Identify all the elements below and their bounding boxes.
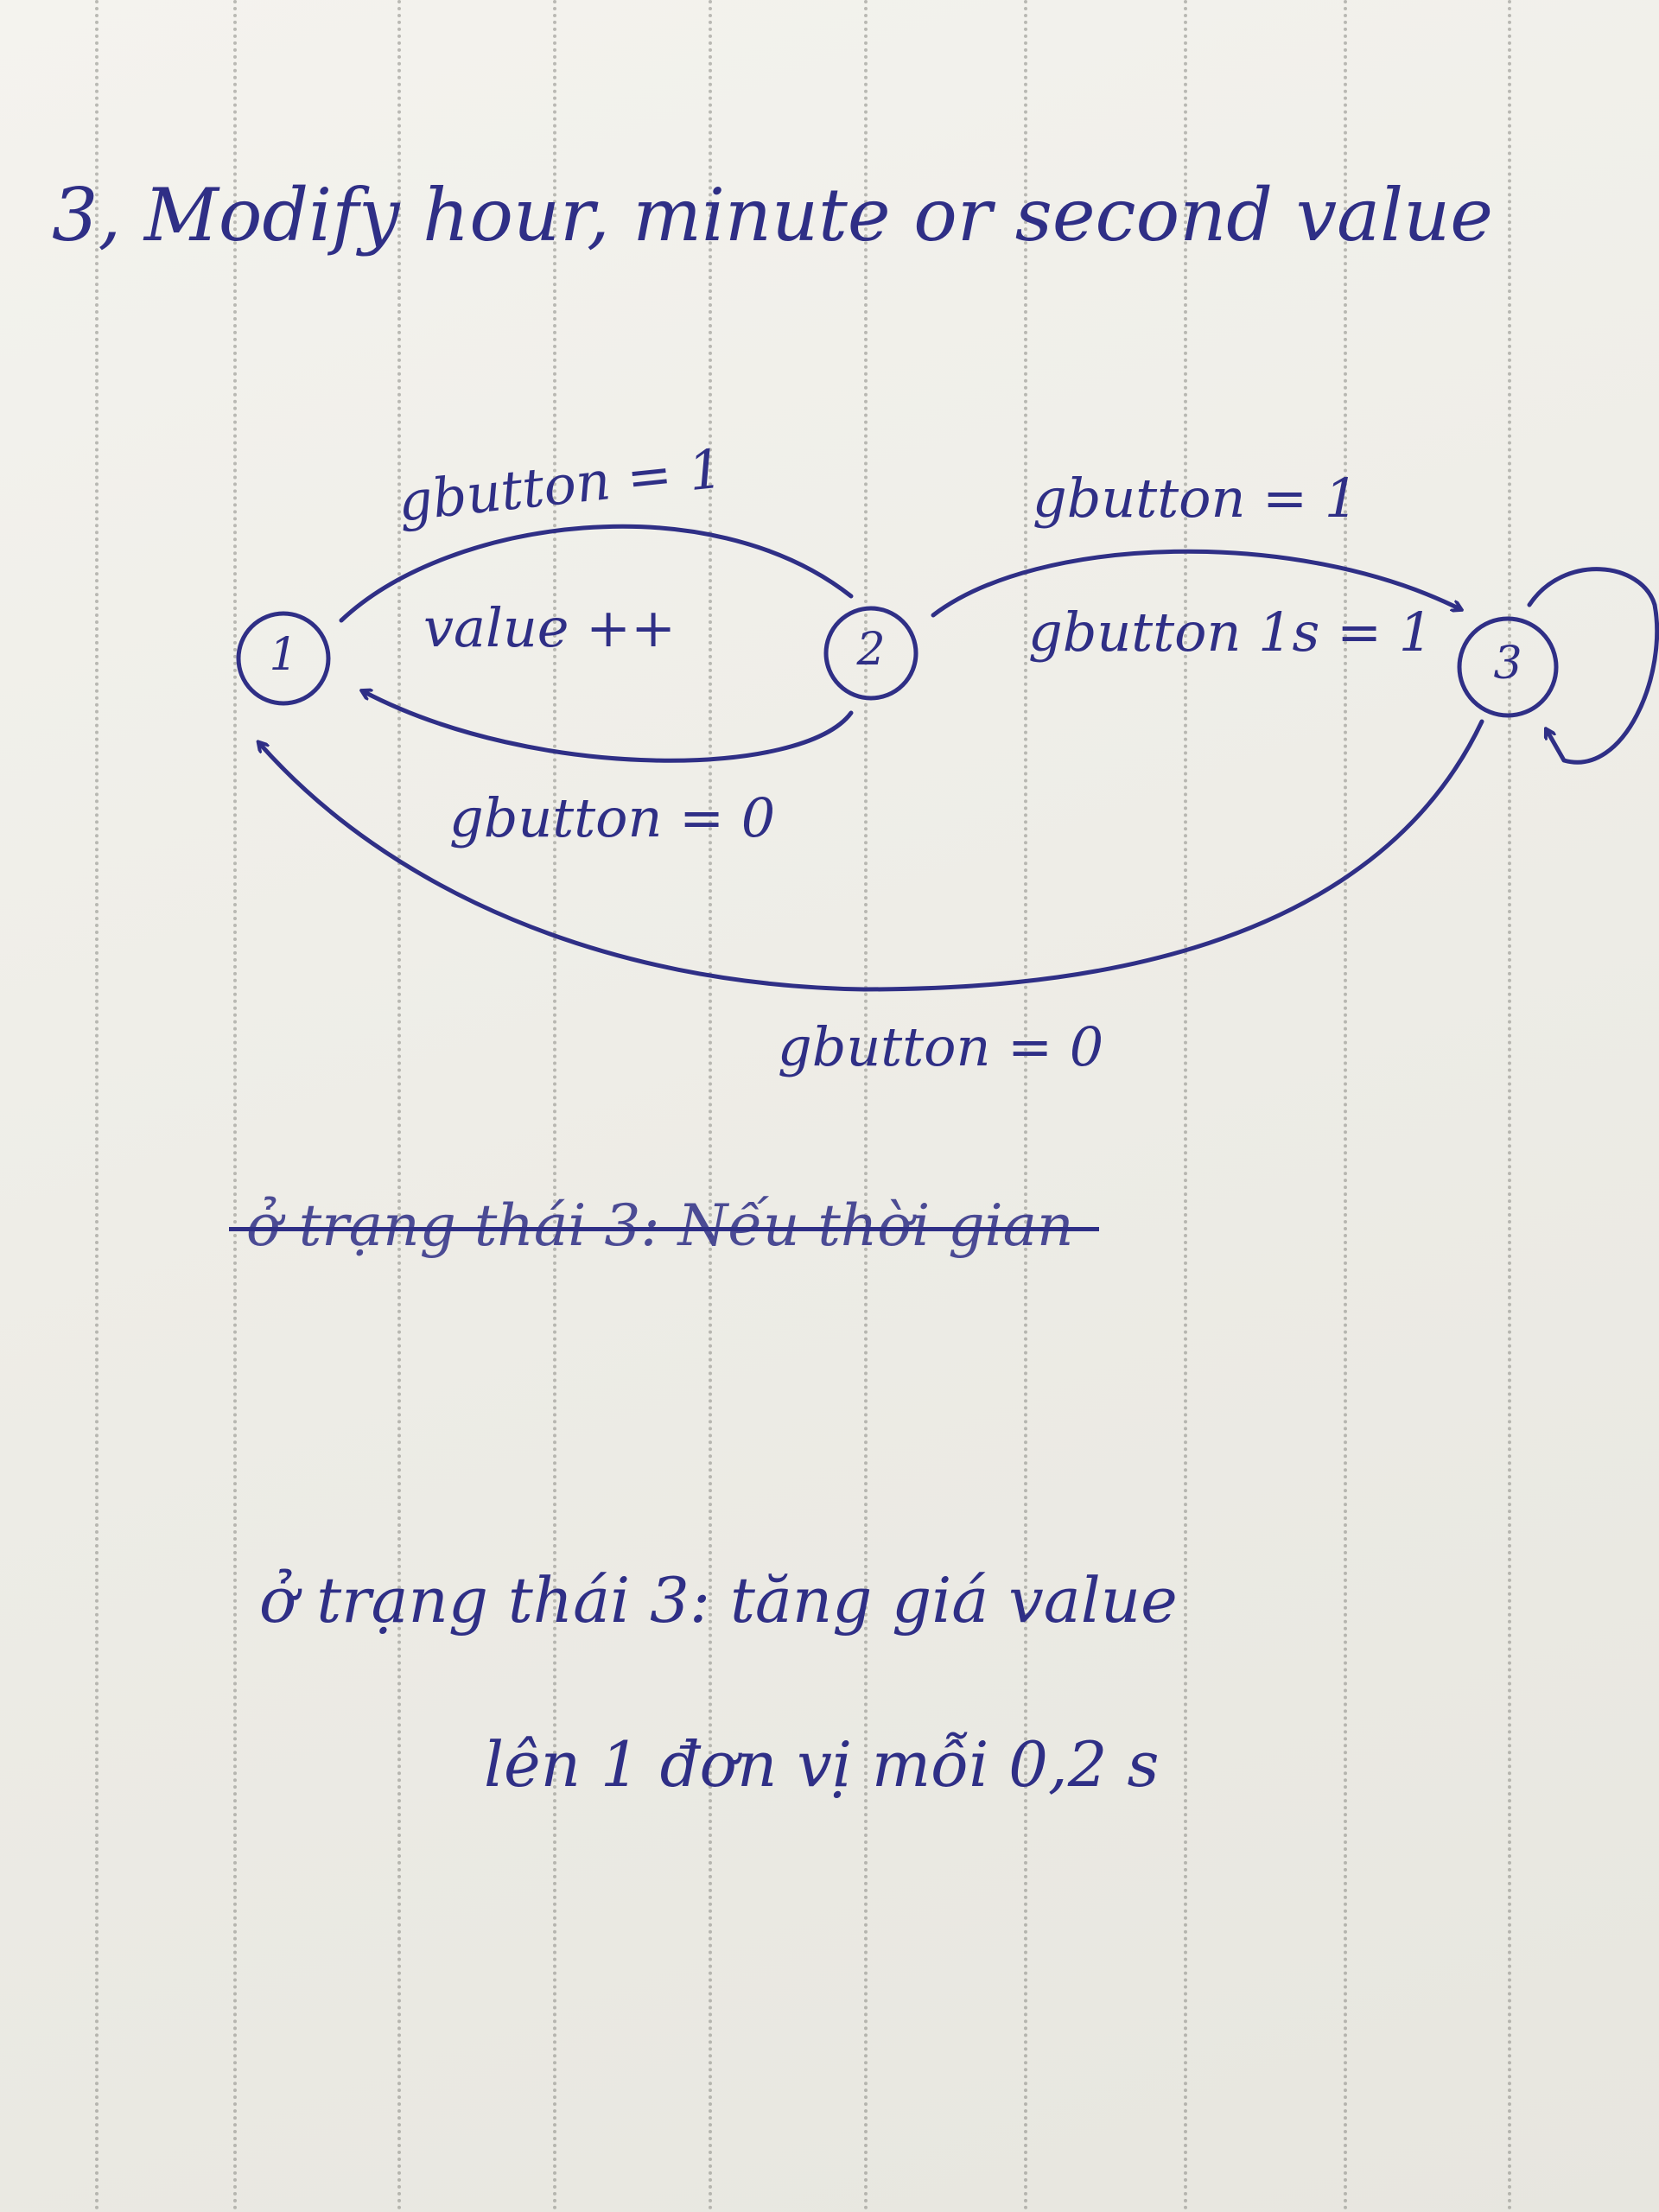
- dot-grid-line: [1184, 0, 1187, 2212]
- edge-3-self-loop: [1527, 567, 1659, 765]
- struck-note: ở trạng thái 3: Nếu thời gian: [229, 1192, 1100, 1259]
- dot-grid-line: [864, 0, 868, 2212]
- edge-1-to-2: [339, 524, 854, 623]
- state-3-label: 3: [1493, 638, 1522, 690]
- edge-3-to-1-label: gbutton = 0: [778, 1015, 1104, 1078]
- note-line-2: lên 1 đơn vị mỗi 0,2 s: [484, 1728, 1160, 1801]
- state-3-circle: [1457, 616, 1559, 718]
- state-2-label: 2: [856, 624, 886, 676]
- page-title: 3, Modify hour, minute or second value: [52, 173, 1493, 257]
- edge-3-to-1: [259, 719, 1484, 992]
- strikethrough-line: [229, 1227, 1100, 1232]
- edge-2-to-3-condition-label: gbutton 1s = 1: [1028, 601, 1433, 664]
- edge-2-to-3-label: gbutton = 1: [1033, 467, 1359, 530]
- note-line-1: ở trạng thái 3: tăng giá value: [259, 1564, 1178, 1637]
- dot-grid-line: [233, 0, 237, 2212]
- state-2-circle: [823, 606, 918, 701]
- dot-grid-line: [1344, 0, 1347, 2212]
- edge-2-to-1: [363, 691, 854, 763]
- struck-note-text: ở trạng thái 3: Nếu thời gian: [246, 1192, 1074, 1259]
- dot-grid-line: [1024, 0, 1027, 2212]
- dot-grid-line: [709, 0, 712, 2212]
- dot-grid-line: [1508, 0, 1511, 2212]
- dot-grid-line: [95, 0, 99, 2212]
- edge-2-to-1-label: gbutton = 0: [449, 786, 776, 849]
- state-1-action-label: value ++: [423, 596, 677, 659]
- edge-2-to-3: [931, 549, 1460, 618]
- dot-grid-line: [397, 0, 401, 2212]
- state-1-label: 1: [269, 629, 298, 681]
- state-1-circle: [236, 611, 331, 706]
- dot-grid-line: [553, 0, 556, 2212]
